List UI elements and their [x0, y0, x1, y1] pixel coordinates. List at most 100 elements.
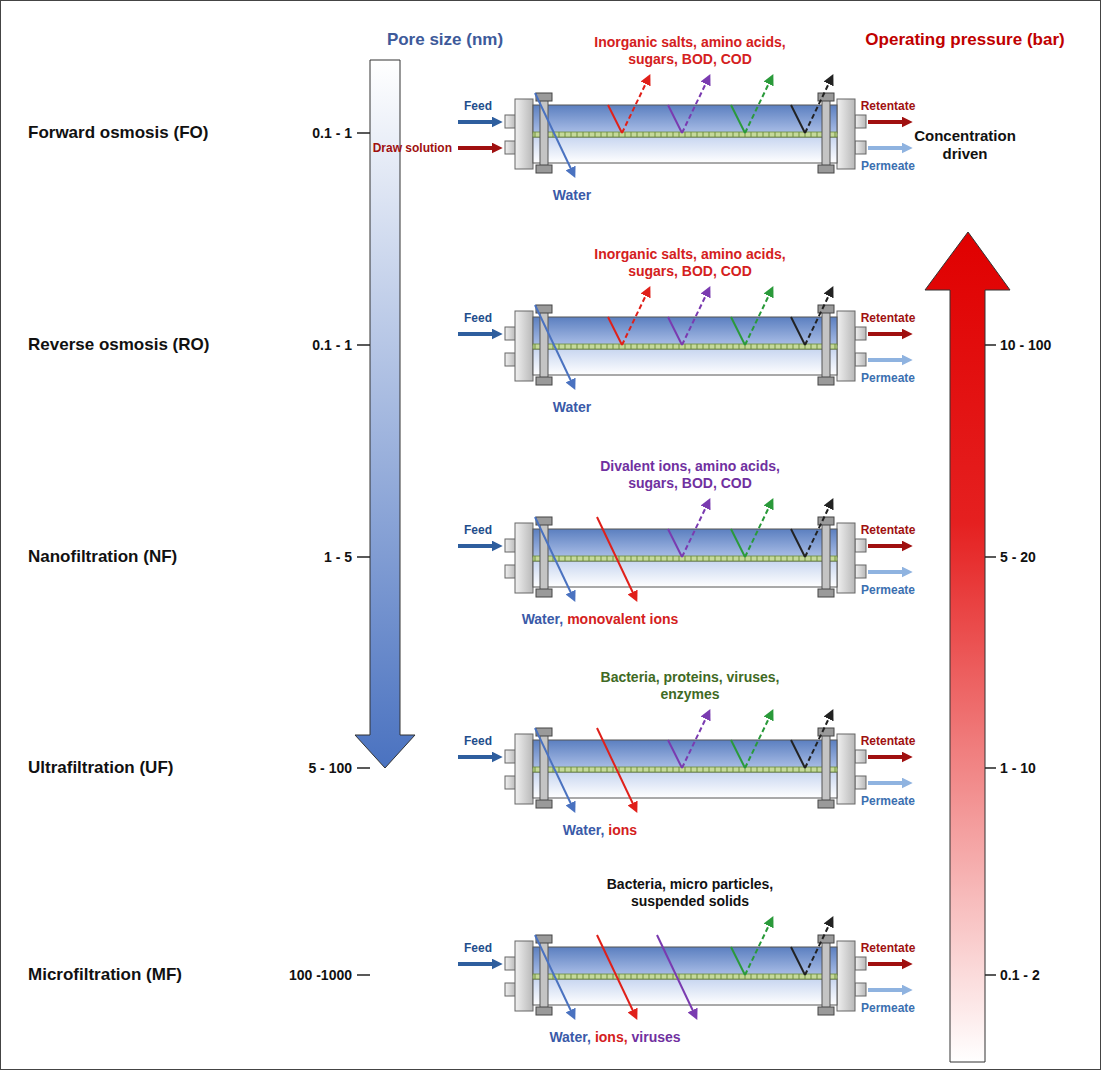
pipe-stub	[505, 115, 516, 128]
stream-label: Permeate	[861, 159, 915, 173]
permeate-arrow	[868, 570, 905, 574]
rejected-species-path	[608, 105, 622, 133]
rejected-species-arrow	[745, 293, 770, 345]
passing-species-arrow	[657, 935, 694, 1013]
label-holder: Feed	[464, 523, 492, 537]
pipe-stub	[855, 539, 866, 552]
label-holder: Retentate	[861, 311, 916, 325]
end-cap	[515, 734, 533, 804]
passing-species-arrow	[535, 728, 572, 806]
label-holder: Feed	[464, 99, 492, 113]
label-holder: 1 - 5	[324, 549, 352, 566]
nut	[536, 1007, 552, 1015]
rejected-species: Bacteria, proteins, viruses, enzymes	[572, 669, 808, 703]
stream-label: Feed	[464, 99, 492, 113]
bolt	[822, 95, 830, 171]
label-holder: Inorganic salts, amino acids, sugars, BO…	[590, 34, 790, 68]
feed-arrow	[458, 962, 495, 966]
rejected-species-path	[731, 317, 745, 345]
stream-label: Feed	[464, 523, 492, 537]
stream-label: Retentate	[861, 941, 916, 955]
feed-arrow	[458, 755, 495, 759]
rejected-species-arrow	[805, 293, 830, 345]
nut	[818, 1007, 834, 1015]
pressure-value: 0.1 - 2	[1000, 967, 1040, 984]
label-group: Water,monovalent ions	[522, 611, 679, 628]
label-holder: Feed	[464, 941, 492, 955]
process-name: Nanofiltration (NF)	[28, 547, 177, 567]
label-holder: 0.1 - 1	[312, 337, 352, 354]
bolt	[822, 519, 830, 595]
nut	[818, 165, 834, 173]
rejected-species-path	[791, 947, 805, 975]
end-cap	[515, 99, 533, 169]
label-holder: 5 - 100	[308, 760, 352, 777]
stream-label: Permeate	[861, 1001, 915, 1015]
feed-arrow	[458, 332, 495, 336]
passing-species-arrow	[535, 517, 572, 595]
label-holder: Permeate	[861, 1001, 915, 1015]
tick	[357, 974, 370, 976]
label-holder: Feed	[464, 311, 492, 325]
membrane-module	[357, 505, 996, 597]
permeate-species: viruses	[632, 1029, 681, 1046]
pipe-stub	[855, 141, 866, 154]
pipe-stub	[855, 115, 866, 128]
permeate-arrow	[868, 358, 905, 362]
label-holder: Ultrafiltration (UF)	[28, 758, 173, 778]
pipe-stub	[505, 539, 516, 552]
label-holder: Water	[553, 399, 591, 416]
rejected-species: Inorganic salts, amino acids, sugars, BO…	[590, 246, 790, 280]
label-holder: 0.1 - 1	[312, 125, 352, 142]
label-holder: Bacteria, micro particles, suspended sol…	[584, 876, 796, 910]
label-holder: Retentate	[861, 523, 916, 537]
label-group: Water,ions,viruses	[549, 1029, 680, 1046]
retentate-arrow	[868, 962, 905, 966]
process-name: Microfiltration (MF)	[28, 965, 182, 985]
retentate-arrow	[868, 332, 905, 336]
tick	[985, 556, 996, 558]
pipe-stub	[855, 750, 866, 763]
rejected-species-arrow	[805, 716, 830, 768]
rejected-species-arrow	[682, 81, 707, 133]
driving-force: Concentration driven	[904, 127, 1026, 163]
membrane-module	[357, 293, 996, 385]
label-holder: Retentate	[861, 734, 916, 748]
pore-size-value: 1 - 5	[324, 549, 352, 566]
feed-arrow	[458, 544, 495, 548]
pipe-stub	[505, 565, 516, 578]
rejected-species-path	[791, 740, 805, 768]
retentate-arrow	[868, 120, 905, 124]
rejected-species-arrow	[805, 505, 830, 557]
membrane	[533, 132, 837, 137]
passing-species-arrow	[535, 935, 572, 1013]
pipe-stub	[505, 957, 516, 970]
label-holder: Inorganic salts, amino acids, sugars, BO…	[590, 246, 790, 280]
pore-size-value: 5 - 100	[308, 760, 352, 777]
feed-channel	[533, 317, 837, 345]
label-holder: Retentate	[861, 941, 916, 955]
rejected-species-path	[668, 529, 682, 557]
rejected-species-arrow	[805, 81, 830, 133]
rejected-species-arrow	[745, 505, 770, 557]
passing-species-arrow	[597, 728, 634, 806]
rejected-species-path	[731, 947, 745, 975]
nut	[818, 377, 834, 385]
tick	[985, 767, 996, 769]
tick	[357, 132, 370, 134]
end-cap	[837, 941, 855, 1011]
stream-label: Permeate	[861, 583, 915, 597]
label-holder: Divalent ions, amino acids, sugars, BOD,…	[574, 458, 806, 492]
label-holder: Operating pressure (bar)	[865, 30, 1064, 50]
rejected-species-arrow	[682, 293, 707, 345]
feed-channel	[533, 947, 837, 975]
process-name: Reverse osmosis (RO)	[28, 335, 209, 355]
label-holder: Retentate	[861, 99, 916, 113]
label-holder: Concentration driven	[904, 127, 1026, 163]
label-holder: 0.1 - 2	[1000, 967, 1040, 984]
label-holder: 1 - 10	[1000, 760, 1036, 777]
label-holder: Permeate	[861, 371, 915, 385]
permeate-species: ions,	[595, 1029, 628, 1046]
rejected-species-path	[731, 105, 745, 133]
bolt	[822, 307, 830, 383]
